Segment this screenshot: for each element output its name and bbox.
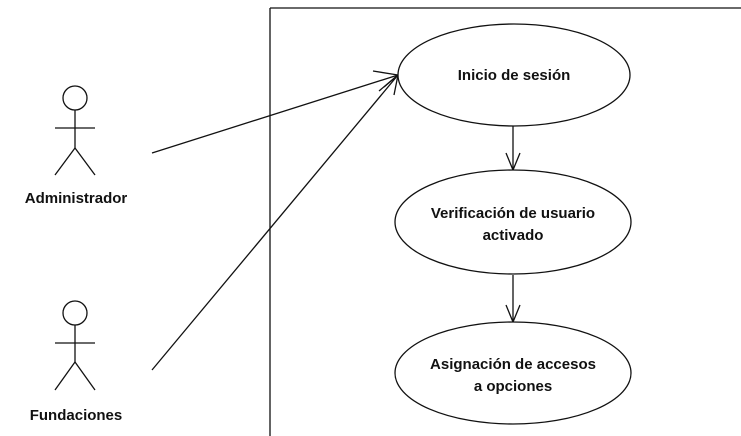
actor-head (62, 300, 88, 326)
use-case-label-line1: Verificación de usuario (431, 205, 595, 222)
actor-fundaciones[interactable]: Fundaciones (30, 300, 123, 424)
actor-leg-right (74, 361, 96, 391)
use-case-label-line1: Asignación de accesos (430, 356, 596, 373)
actor-administrador[interactable]: Administrador (25, 85, 128, 207)
actor-leg-right (74, 147, 96, 176)
use-case-ellipse (394, 321, 632, 425)
association-line (151, 74, 399, 154)
use-case-ellipse (394, 169, 632, 275)
association-fundaciones-inicio (151, 73, 400, 371)
system-boundary (269, 7, 741, 436)
actor-label-administrador: Administrador (25, 190, 128, 207)
use-case-asignacion[interactable]: Asignación de accesos a opciones (394, 321, 632, 425)
actor-label-fundaciones: Fundaciones (30, 407, 123, 424)
use-case-label-line2: activado (483, 227, 544, 244)
actor-leg-left (54, 147, 76, 176)
arrow-inicio-verificacion (505, 126, 521, 172)
arrowhead-icon (372, 70, 400, 92)
association-administrador-inicio (151, 70, 400, 154)
actor-leg-left (54, 361, 76, 391)
use-case-label-line2: a opciones (474, 378, 552, 395)
use-case-verificacion[interactable]: Verificación de usuario activado (394, 169, 632, 275)
association-line (151, 74, 399, 371)
stick-figure-icon (54, 300, 96, 391)
stick-figure-icon (54, 85, 96, 176)
use-case-ellipse (397, 23, 631, 127)
arrow-verificacion-asignacion (505, 275, 521, 324)
use-case-inicio-de-sesion[interactable]: Inicio de sesión (397, 23, 631, 127)
use-case-label: Inicio de sesión (458, 67, 571, 84)
actor-head (62, 85, 88, 111)
